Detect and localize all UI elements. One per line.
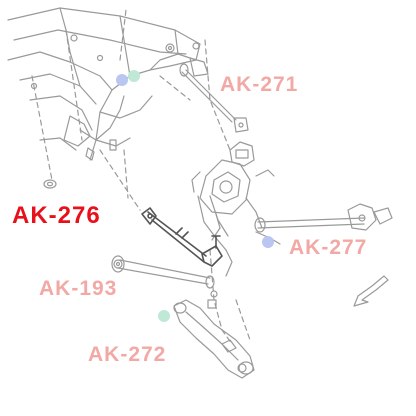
guide-lines bbox=[31, 9, 251, 345]
label-ak-276: AK-276 bbox=[12, 202, 101, 229]
marker-green-lower bbox=[158, 310, 170, 322]
label-ak-272: AK-272 bbox=[88, 343, 167, 366]
knuckle-hub bbox=[191, 141, 275, 277]
link-ak-271 bbox=[179, 57, 249, 133]
label-ak-277: AK-277 bbox=[289, 236, 368, 259]
marker-green-upper bbox=[128, 70, 140, 82]
label-ak-193: AK-193 bbox=[39, 277, 118, 300]
marker-blue-upper bbox=[116, 74, 128, 86]
link-ak-277 bbox=[254, 203, 393, 245]
marker-blue-right bbox=[262, 236, 274, 248]
rear-subframe bbox=[7, 7, 201, 161]
link-ak-276-highlight bbox=[141, 207, 223, 267]
link-ak-193 bbox=[111, 255, 215, 289]
label-ak-271: AK-271 bbox=[220, 73, 299, 96]
direction-arrow-icon bbox=[353, 275, 389, 307]
link-ak-272 bbox=[173, 299, 255, 379]
hardware-bolts bbox=[43, 139, 247, 373]
